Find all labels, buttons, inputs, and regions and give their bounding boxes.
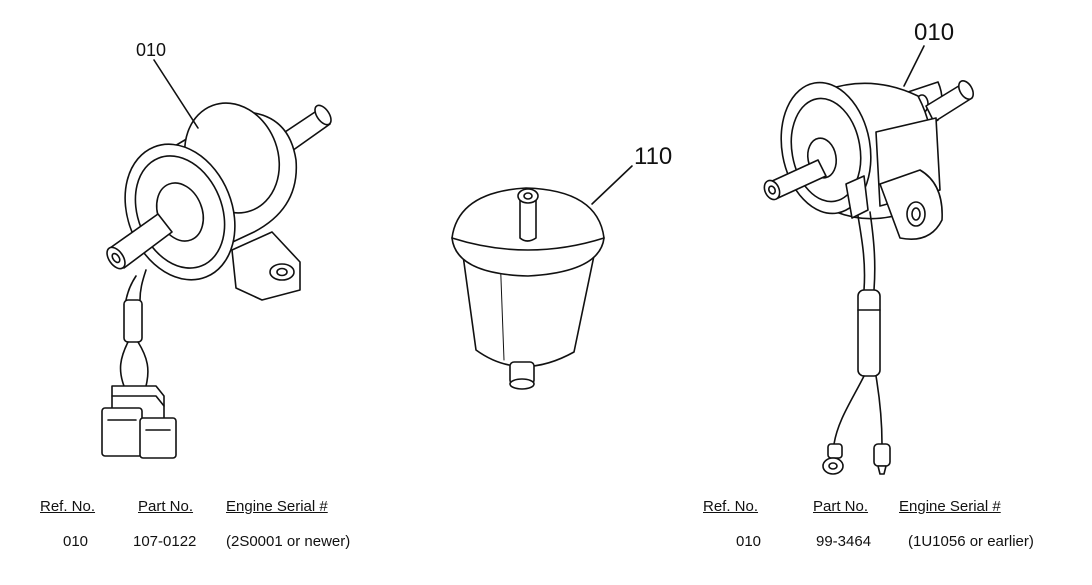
engine-serial-value: (1U1056 or earlier): [908, 533, 1034, 550]
engine-serial-value: (2S0001 or newer): [226, 533, 351, 550]
fuel-pump-right: [763, 80, 975, 475]
engine-serial-header: Engine Serial #: [226, 498, 328, 515]
callout-leader-left: [153, 59, 199, 129]
callout-label-filter: 110: [634, 143, 672, 170]
ref-no-value: 010: [63, 533, 89, 550]
fuel-pump-left: [101, 102, 332, 459]
part-no-value: 99-3464: [816, 533, 872, 550]
callout-leader-right: [903, 45, 925, 87]
part-no-value: 107-0122: [133, 533, 197, 550]
ref-no-value: 010: [736, 533, 762, 550]
ref-no-header: Ref. No.: [703, 498, 759, 515]
callout-leader-filter: [591, 165, 633, 205]
callout-label-right: 010: [914, 19, 954, 46]
part-no-header: Part No.: [138, 498, 194, 515]
fuel-filter: [451, 187, 605, 390]
ref-no-header: Ref. No.: [40, 498, 96, 515]
part-no-header: Part No.: [813, 498, 869, 515]
engine-serial-header: Engine Serial #: [899, 498, 1001, 515]
callout-label-left: 010: [136, 40, 166, 60]
